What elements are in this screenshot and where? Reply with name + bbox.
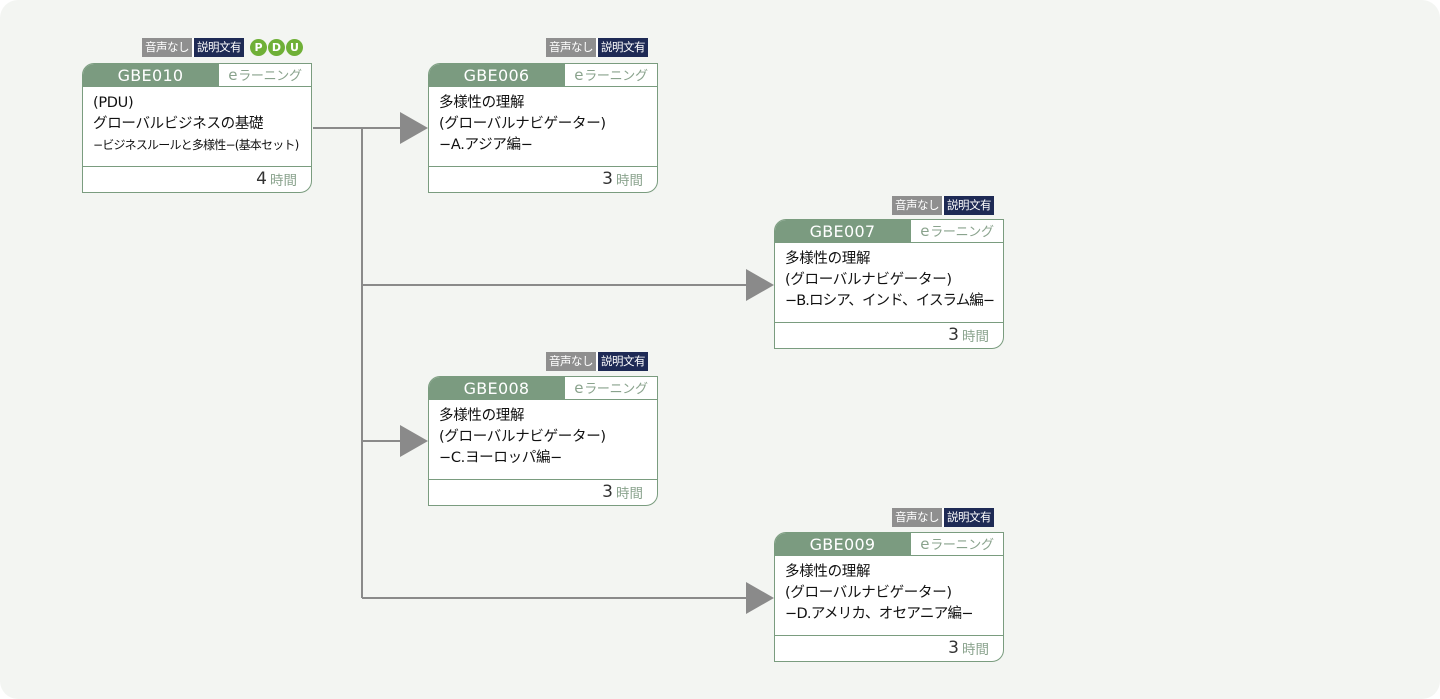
- course-title-line-3: −D.アメリカ、オセアニア編−: [785, 606, 973, 622]
- hours-unit: 時間: [616, 486, 643, 502]
- course-title: (PDU) グローバルビジネスの基礎 −ビジネスルールと多様性−(基本セット): [83, 87, 311, 167]
- arrow-head-gbe008: [400, 425, 428, 457]
- no-audio-badge: 音声なし: [892, 508, 942, 527]
- description-badge: 説明文有: [944, 196, 994, 215]
- badge-separator: [596, 352, 598, 371]
- description-badge: 説明文有: [598, 352, 648, 371]
- card-header: GBE008 eラーニング: [429, 377, 657, 400]
- pdu-badge: P D U: [250, 38, 303, 57]
- arrow-head-gbe009: [746, 582, 774, 614]
- course-title-line-1: 多様性の理解: [439, 408, 525, 424]
- course-type: eラーニング: [910, 533, 1003, 556]
- arrow-head-gbe006: [400, 112, 428, 144]
- course-card-gbe007[interactable]: GBE007 eラーニング 多様性の理解 (グローバルナビゲーター) −B.ロシ…: [774, 219, 1004, 349]
- course-duration: 3 時間: [429, 480, 657, 504]
- hours-unit: 時間: [270, 173, 297, 189]
- course-title-line-2: (グローバルナビゲーター): [439, 116, 606, 132]
- badge-separator: [942, 508, 944, 527]
- badge-group-gbe007: 音声なし 説明文有: [892, 196, 994, 215]
- course-code: GBE006: [429, 64, 564, 87]
- card-header: GBE006 eラーニング: [429, 64, 657, 87]
- card-header: GBE009 eラーニング: [775, 533, 1003, 556]
- course-title-line-3: −ビジネスルールと多様性−(基本セット): [93, 138, 299, 152]
- course-title-line-3: −A.アジア編−: [439, 137, 533, 153]
- hours-unit: 時間: [962, 642, 989, 658]
- pdu-letter-d: D: [268, 39, 285, 56]
- course-hours: 3: [948, 325, 959, 345]
- badge-group-gbe006: 音声なし 説明文有: [546, 38, 648, 57]
- description-badge: 説明文有: [944, 508, 994, 527]
- course-code: GBE007: [775, 220, 910, 243]
- course-duration: 3 時間: [429, 167, 657, 191]
- course-hours: 3: [602, 169, 613, 189]
- course-card-gbe010[interactable]: GBE010 eラーニング (PDU) グローバルビジネスの基礎 −ビジネスルー…: [82, 63, 312, 193]
- hours-unit: 時間: [616, 173, 643, 189]
- card-header: GBE007 eラーニング: [775, 220, 1003, 243]
- course-title-line-2: グローバルビジネスの基礎: [93, 116, 264, 132]
- badge-group-gbe010: 音声なし 説明文有 P D U: [142, 38, 303, 57]
- description-badge: 説明文有: [194, 38, 244, 57]
- course-type: eラーニング: [564, 377, 657, 400]
- no-audio-badge: 音声なし: [142, 38, 192, 57]
- course-type: eラーニング: [910, 220, 1003, 243]
- description-badge: 説明文有: [598, 38, 648, 57]
- course-title: 多様性の理解 (グローバルナビゲーター) −D.アメリカ、オセアニア編−: [775, 556, 1003, 636]
- badge-group-gbe008: 音声なし 説明文有: [546, 352, 648, 371]
- course-duration: 3 時間: [775, 636, 1003, 660]
- course-title-line-2: (グローバルナビゲーター): [785, 585, 952, 601]
- course-title-line-3: −C.ヨーロッパ編−: [439, 450, 563, 466]
- course-type: eラーニング: [564, 64, 657, 87]
- course-title: 多様性の理解 (グローバルナビゲーター) −C.ヨーロッパ編−: [429, 400, 657, 480]
- course-hours: 3: [602, 482, 613, 502]
- course-title-line-1: 多様性の理解: [785, 251, 871, 267]
- badge-separator: [192, 38, 194, 57]
- course-title-line-2: (グローバルナビゲーター): [785, 272, 952, 288]
- course-hours: 3: [948, 638, 959, 658]
- course-type: eラーニング: [218, 64, 311, 87]
- pdu-letter-u: U: [286, 39, 303, 56]
- course-duration: 4 時間: [83, 167, 311, 191]
- course-code: GBE010: [83, 64, 218, 87]
- no-audio-badge: 音声なし: [892, 196, 942, 215]
- course-card-gbe006[interactable]: GBE006 eラーニング 多様性の理解 (グローバルナビゲーター) −A.アジ…: [428, 63, 658, 193]
- course-code: GBE009: [775, 533, 910, 556]
- course-title-line-3: −B.ロシア、インド、イスラム編−: [785, 293, 995, 309]
- course-title-line-1: (PDU): [93, 95, 134, 111]
- course-hours: 4: [256, 169, 267, 189]
- hours-unit: 時間: [962, 329, 989, 345]
- card-header: GBE010 eラーニング: [83, 64, 311, 87]
- course-title: 多様性の理解 (グローバルナビゲーター) −B.ロシア、インド、イスラム編−: [775, 243, 1003, 323]
- badge-separator: [942, 196, 944, 215]
- badge-separator: [596, 38, 598, 57]
- arrow-head-gbe007: [746, 269, 774, 301]
- course-code: GBE008: [429, 377, 564, 400]
- course-duration: 3 時間: [775, 323, 1003, 347]
- course-title-line-1: 多様性の理解: [439, 95, 525, 111]
- no-audio-badge: 音声なし: [546, 352, 596, 371]
- course-card-gbe008[interactable]: GBE008 eラーニング 多様性の理解 (グローバルナビゲーター) −C.ヨー…: [428, 376, 658, 506]
- course-card-gbe009[interactable]: GBE009 eラーニング 多様性の理解 (グローバルナビゲーター) −D.アメ…: [774, 532, 1004, 662]
- badge-group-gbe009: 音声なし 説明文有: [892, 508, 994, 527]
- course-title: 多様性の理解 (グローバルナビゲーター) −A.アジア編−: [429, 87, 657, 167]
- course-title-line-1: 多様性の理解: [785, 564, 871, 580]
- pdu-letter-p: P: [250, 39, 267, 56]
- no-audio-badge: 音声なし: [546, 38, 596, 57]
- course-title-line-2: (グローバルナビゲーター): [439, 429, 606, 445]
